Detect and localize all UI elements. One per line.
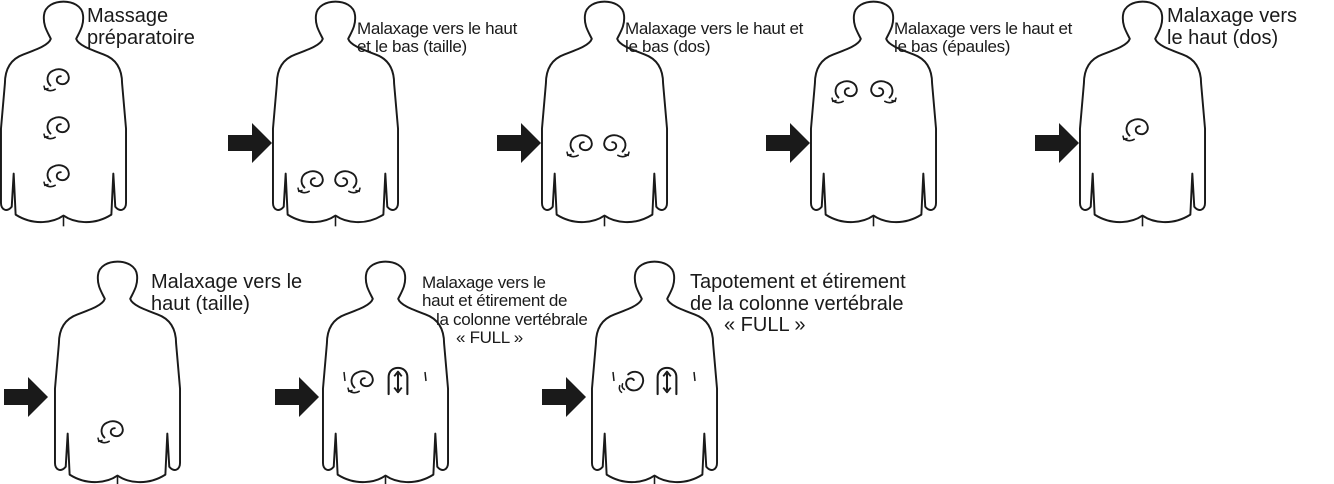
figures-layer [0,0,1206,484]
label-line: haut (taille) [151,292,250,315]
step-7-figure [322,260,449,484]
label-line: le bas (dos) [625,37,711,57]
label-line: Malaxage vers le [151,271,303,293]
tap-icon [618,370,645,394]
label-line: préparatoire [87,26,195,49]
stretch-icon [387,366,409,396]
body-mark [343,371,346,382]
right-arrow-icon [228,123,272,163]
right-arrow-icon [766,123,810,163]
label-line: « FULL » [456,328,523,348]
knead-icon [1121,118,1149,142]
right-arrow-icon [542,377,586,417]
label-line: Tapotement et étirement [690,271,906,293]
knead-icon [42,164,70,188]
body-mark [693,371,696,382]
label-line: le bas (épaules) [894,37,1011,57]
knead-icon [96,420,124,444]
knead-icon [346,370,374,394]
knead-icon [42,116,70,140]
label-line: haut et étirement de [422,291,568,311]
body-mark [612,371,615,382]
knead-icon [870,80,898,104]
label-line: Malaxage vers [1167,5,1298,27]
label-line: Malaxage vers le [422,273,546,292]
label-line: de la colonne vertébrale [690,292,904,315]
knead-icon [830,80,858,104]
label-line: la colonne vertébrale [436,309,588,329]
knead-icon [296,170,324,194]
right-arrow-icon [4,377,48,417]
step-8-figure [591,260,718,484]
right-arrow-icon [1035,123,1079,163]
knead-icon [565,134,593,158]
label-line: Malaxage vers le haut et [625,19,804,38]
label-line: Massage [87,5,169,27]
body-mark [424,371,427,382]
label-line: et le bas (taille) [357,37,467,57]
label-line: Malaxage vers le haut et [894,19,1073,38]
right-arrow-icon [275,377,319,417]
knead-icon [334,170,362,194]
label-line: Malaxage vers le haut [357,19,518,38]
label-line: le haut (dos) [1167,26,1279,49]
knead-icon [42,68,70,92]
knead-icon [603,134,631,158]
label-line: « FULL » [724,314,806,337]
right-arrow-icon [497,123,541,163]
stretch-icon [656,366,678,396]
